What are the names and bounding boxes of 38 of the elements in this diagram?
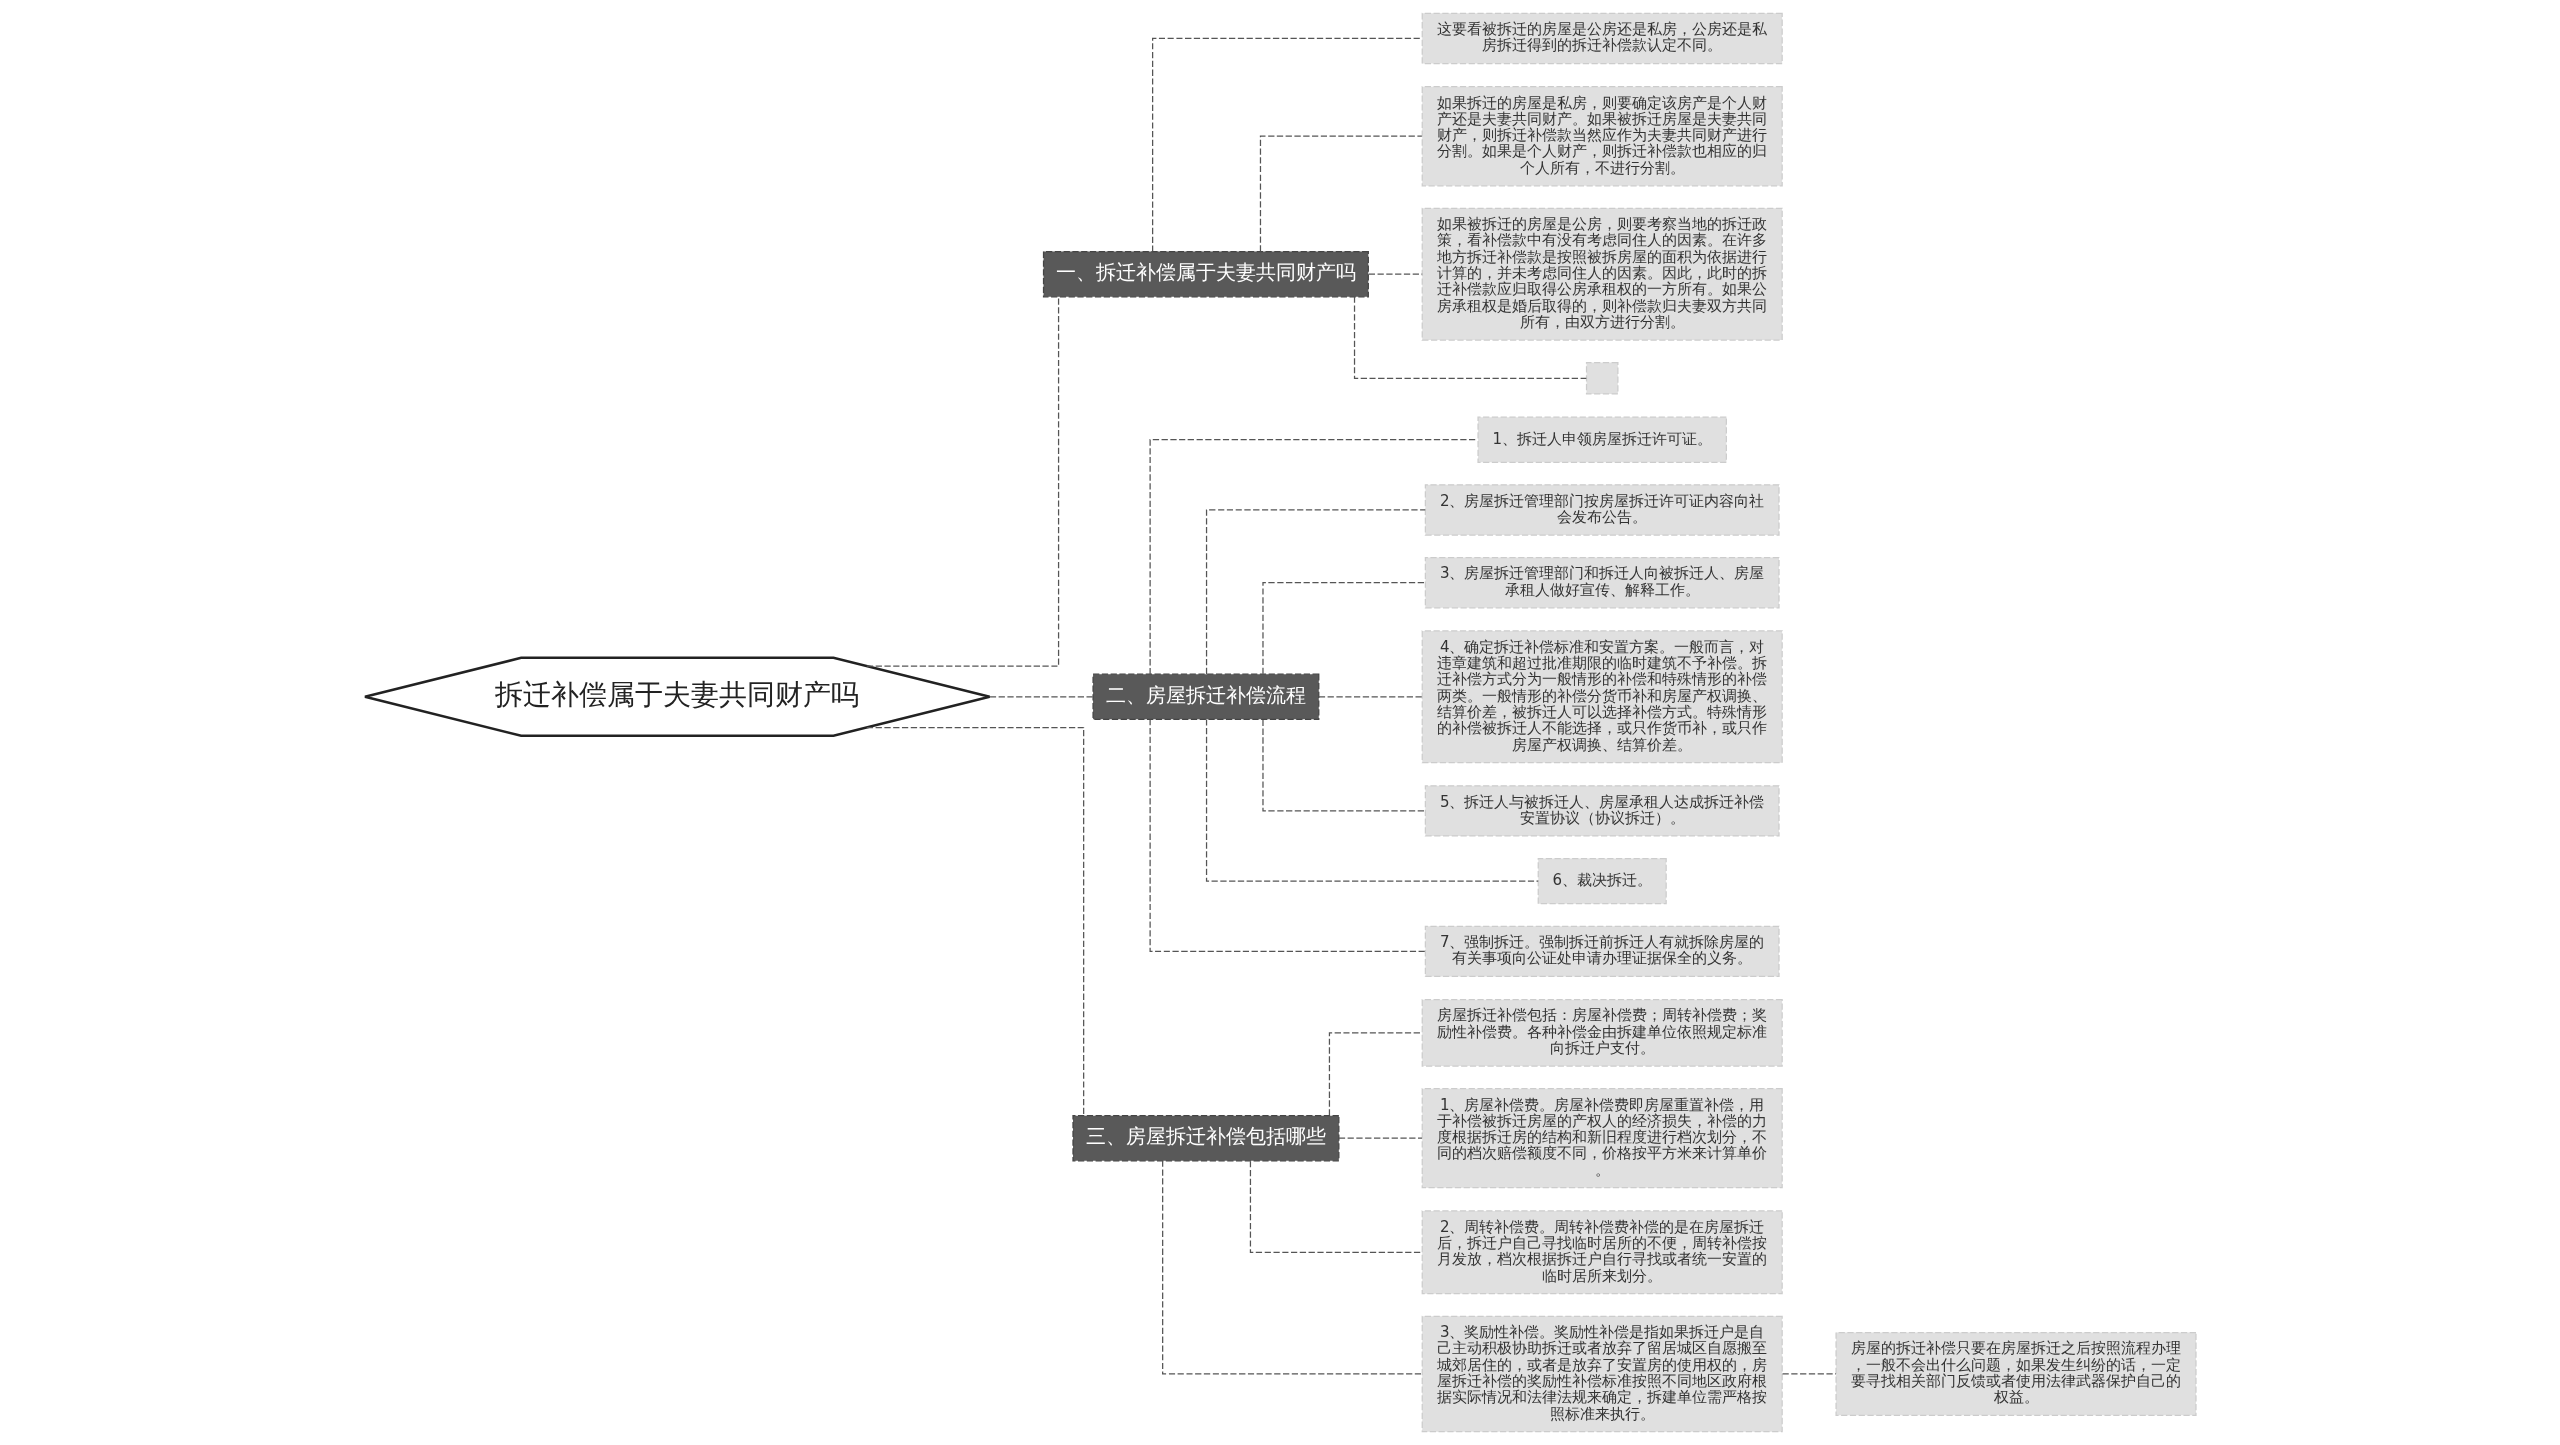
node-box: 三、房屋拆迁补偿包括哪些 (1071, 1115, 1339, 1162)
node-box: 7、强制拆迁。强制拆迁前拆迁人有就拆除房屋的有关事项向公证处申请办理证据保全的义务。 (1424, 925, 1780, 978)
connector (1249, 1160, 1423, 1253)
node-box: 2、房屋拆迁管理部门按房屋拆迁许可证内容向社会发布公告。 (1424, 484, 1780, 536)
node-box: 4、确定拆迁补偿标准和安置方案。一般而言，对违章建筑和超过批准期限的临时建筑不予补偿。拆迁补偿方式分为一般情形的补偿和特殊情形的补偿两类。一般情形的补偿分货币补和房屋产权调换、结算价差，被拆迁人可以选择补偿方式。特殊情形的补偿被拆迁人不能选择，或只作货币补，或只作房屋产权调换、结算价差。 (1421, 630, 1783, 764)
node-box: 3、奖励性补偿。奖励性补偿是指如果拆迁户是自己主动积极协助拆迁或者放弃了留居城区自愿搬至城郊居住的，或者是放弃了安置房的使用权的，房屋拆迁补偿的奖励性补偿标准按照不同地区政府根据实际情况和法律法规来确定，拆建单位需严格按照标准来执行。 (1421, 1315, 1783, 1433)
connector (1161, 1160, 1423, 1375)
node-box: 房屋拆迁补偿包括：房屋补偿费；周转补偿费；奖励性补偿费。各种补偿金由拆建单位依照规定标准向拆迁户支付。 (1421, 999, 1783, 1067)
connector (1367, 273, 1423, 275)
connector (865, 296, 1059, 667)
connector (1317, 696, 1423, 698)
connector (1149, 718, 1426, 952)
connector (1205, 509, 1426, 675)
connector (1261, 719, 1426, 812)
node-box: 1、房屋补偿费。房屋补偿费即房屋重置补偿，用于补偿被拆迁房屋的产权人的经济损失，补偿的力度根据拆迁房的结构和新旧程度进行档次划分，不同的档次赔偿额度不同，价格按平方米来计算单价。 (1421, 1088, 1783, 1189)
node-box: 如果拆迁的房屋是私房，则要确定该房产是个人财产还是夫妻共同财产。如果被拆迁房屋是夫妻共同财产，则拆迁补偿款当然应作为夫妻共同财产进行分割。如果是个人财产，则拆迁补偿款也相应的归个人所有，不进行分割。 (1421, 86, 1783, 187)
node-box: 1、拆迁人申领房屋拆迁许可证。 (1476, 416, 1727, 463)
node-box: 6、裁决拆迁。 (1537, 857, 1667, 905)
connector (1353, 296, 1587, 379)
connector (1337, 1137, 1423, 1139)
node-box: 5、拆迁人与被拆迁人、房屋承租人达成拆迁补偿安置协议（协议拆迁）。 (1424, 785, 1780, 837)
node-box (1585, 361, 1618, 395)
connector (988, 696, 1093, 698)
connector (865, 726, 1084, 1117)
connector (1261, 582, 1426, 675)
connector (1149, 439, 1478, 675)
node-box: 这要看被拆迁的房屋是公房还是私房，公房还是私房拆迁得到的拆迁补偿款认定不同。 (1421, 12, 1783, 65)
connector (1151, 37, 1423, 253)
node-box: 2、周转补偿费。周转补偿费补偿的是在房屋拆迁后，拆迁户自己寻找临时居所的不便，周转补偿按月发放，档次根据拆迁户自行寻找或者统一安置的临时居所来划分。 (1421, 1210, 1783, 1295)
node-box: 3、房屋拆迁管理部门和拆迁人向被拆迁人、房屋承租人做好宣传、解释工作。 (1424, 556, 1780, 609)
connector (1328, 1032, 1423, 1116)
connector (1205, 718, 1539, 882)
connector (1259, 135, 1422, 253)
node-box: 房屋的拆迁补偿只要在房屋拆迁之后按照流程办理，一般不会出什么问题，如果发生纠纷的话，一定要寻找相关部门反馈或者使用法律武器保护自己的权益。 (1834, 1331, 2197, 1416)
node-box: 二、房屋拆迁补偿流程 (1091, 673, 1319, 720)
node-box: 一、拆迁补偿属于夫妻共同财产吗 (1042, 251, 1369, 298)
connector (1781, 1373, 1837, 1375)
node-box: 如果被拆迁的房屋是公房，则要考察当地的拆迁政策，看补偿款中有没有考虑同住人的因素。在许多地方拆迁补偿款是按照被拆房屋的面积为依据进行计算的，并未考虑同住人的因素。因此，此时的拆迁补偿款应归取得公房承租权的一方所有。如果公房承租权是婚后取得的，则补偿款归夫妻双方共同所有，由双方进行分割。 (1421, 207, 1783, 341)
